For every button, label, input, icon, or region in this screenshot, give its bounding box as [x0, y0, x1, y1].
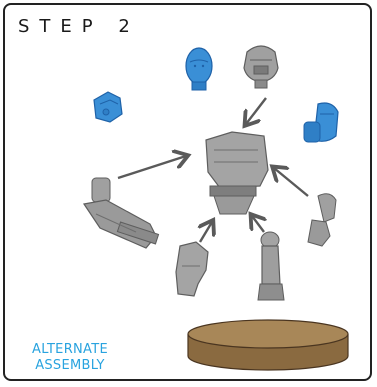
arrow-head-to-torso — [246, 98, 266, 124]
torso-icon — [206, 132, 268, 214]
right-arm-icon — [308, 194, 336, 246]
alternate-label-line1: ALTERNATE — [22, 342, 118, 358]
helmeted-head-icon — [244, 46, 278, 88]
alternate-assembly-label: ALTERNATE ASSEMBLY — [22, 342, 118, 374]
left-leg-icon — [176, 242, 208, 296]
alternate-label-line2: ASSEMBLY — [22, 358, 118, 374]
alternate-shoulder-pad-icon — [304, 103, 338, 142]
alternate-backpack-icon — [94, 92, 122, 122]
right-leg-icon — [258, 232, 284, 300]
round-base-icon — [188, 320, 348, 370]
arrow-right-leg-to-torso — [252, 216, 264, 232]
heavy-weapon-arm-icon — [84, 178, 159, 248]
arrow-arm-to-torso — [274, 168, 308, 196]
arrow-left-leg-to-torso — [200, 222, 212, 242]
arrow-weapon-to-torso — [118, 156, 186, 178]
alternate-bare-head-icon — [186, 48, 212, 90]
